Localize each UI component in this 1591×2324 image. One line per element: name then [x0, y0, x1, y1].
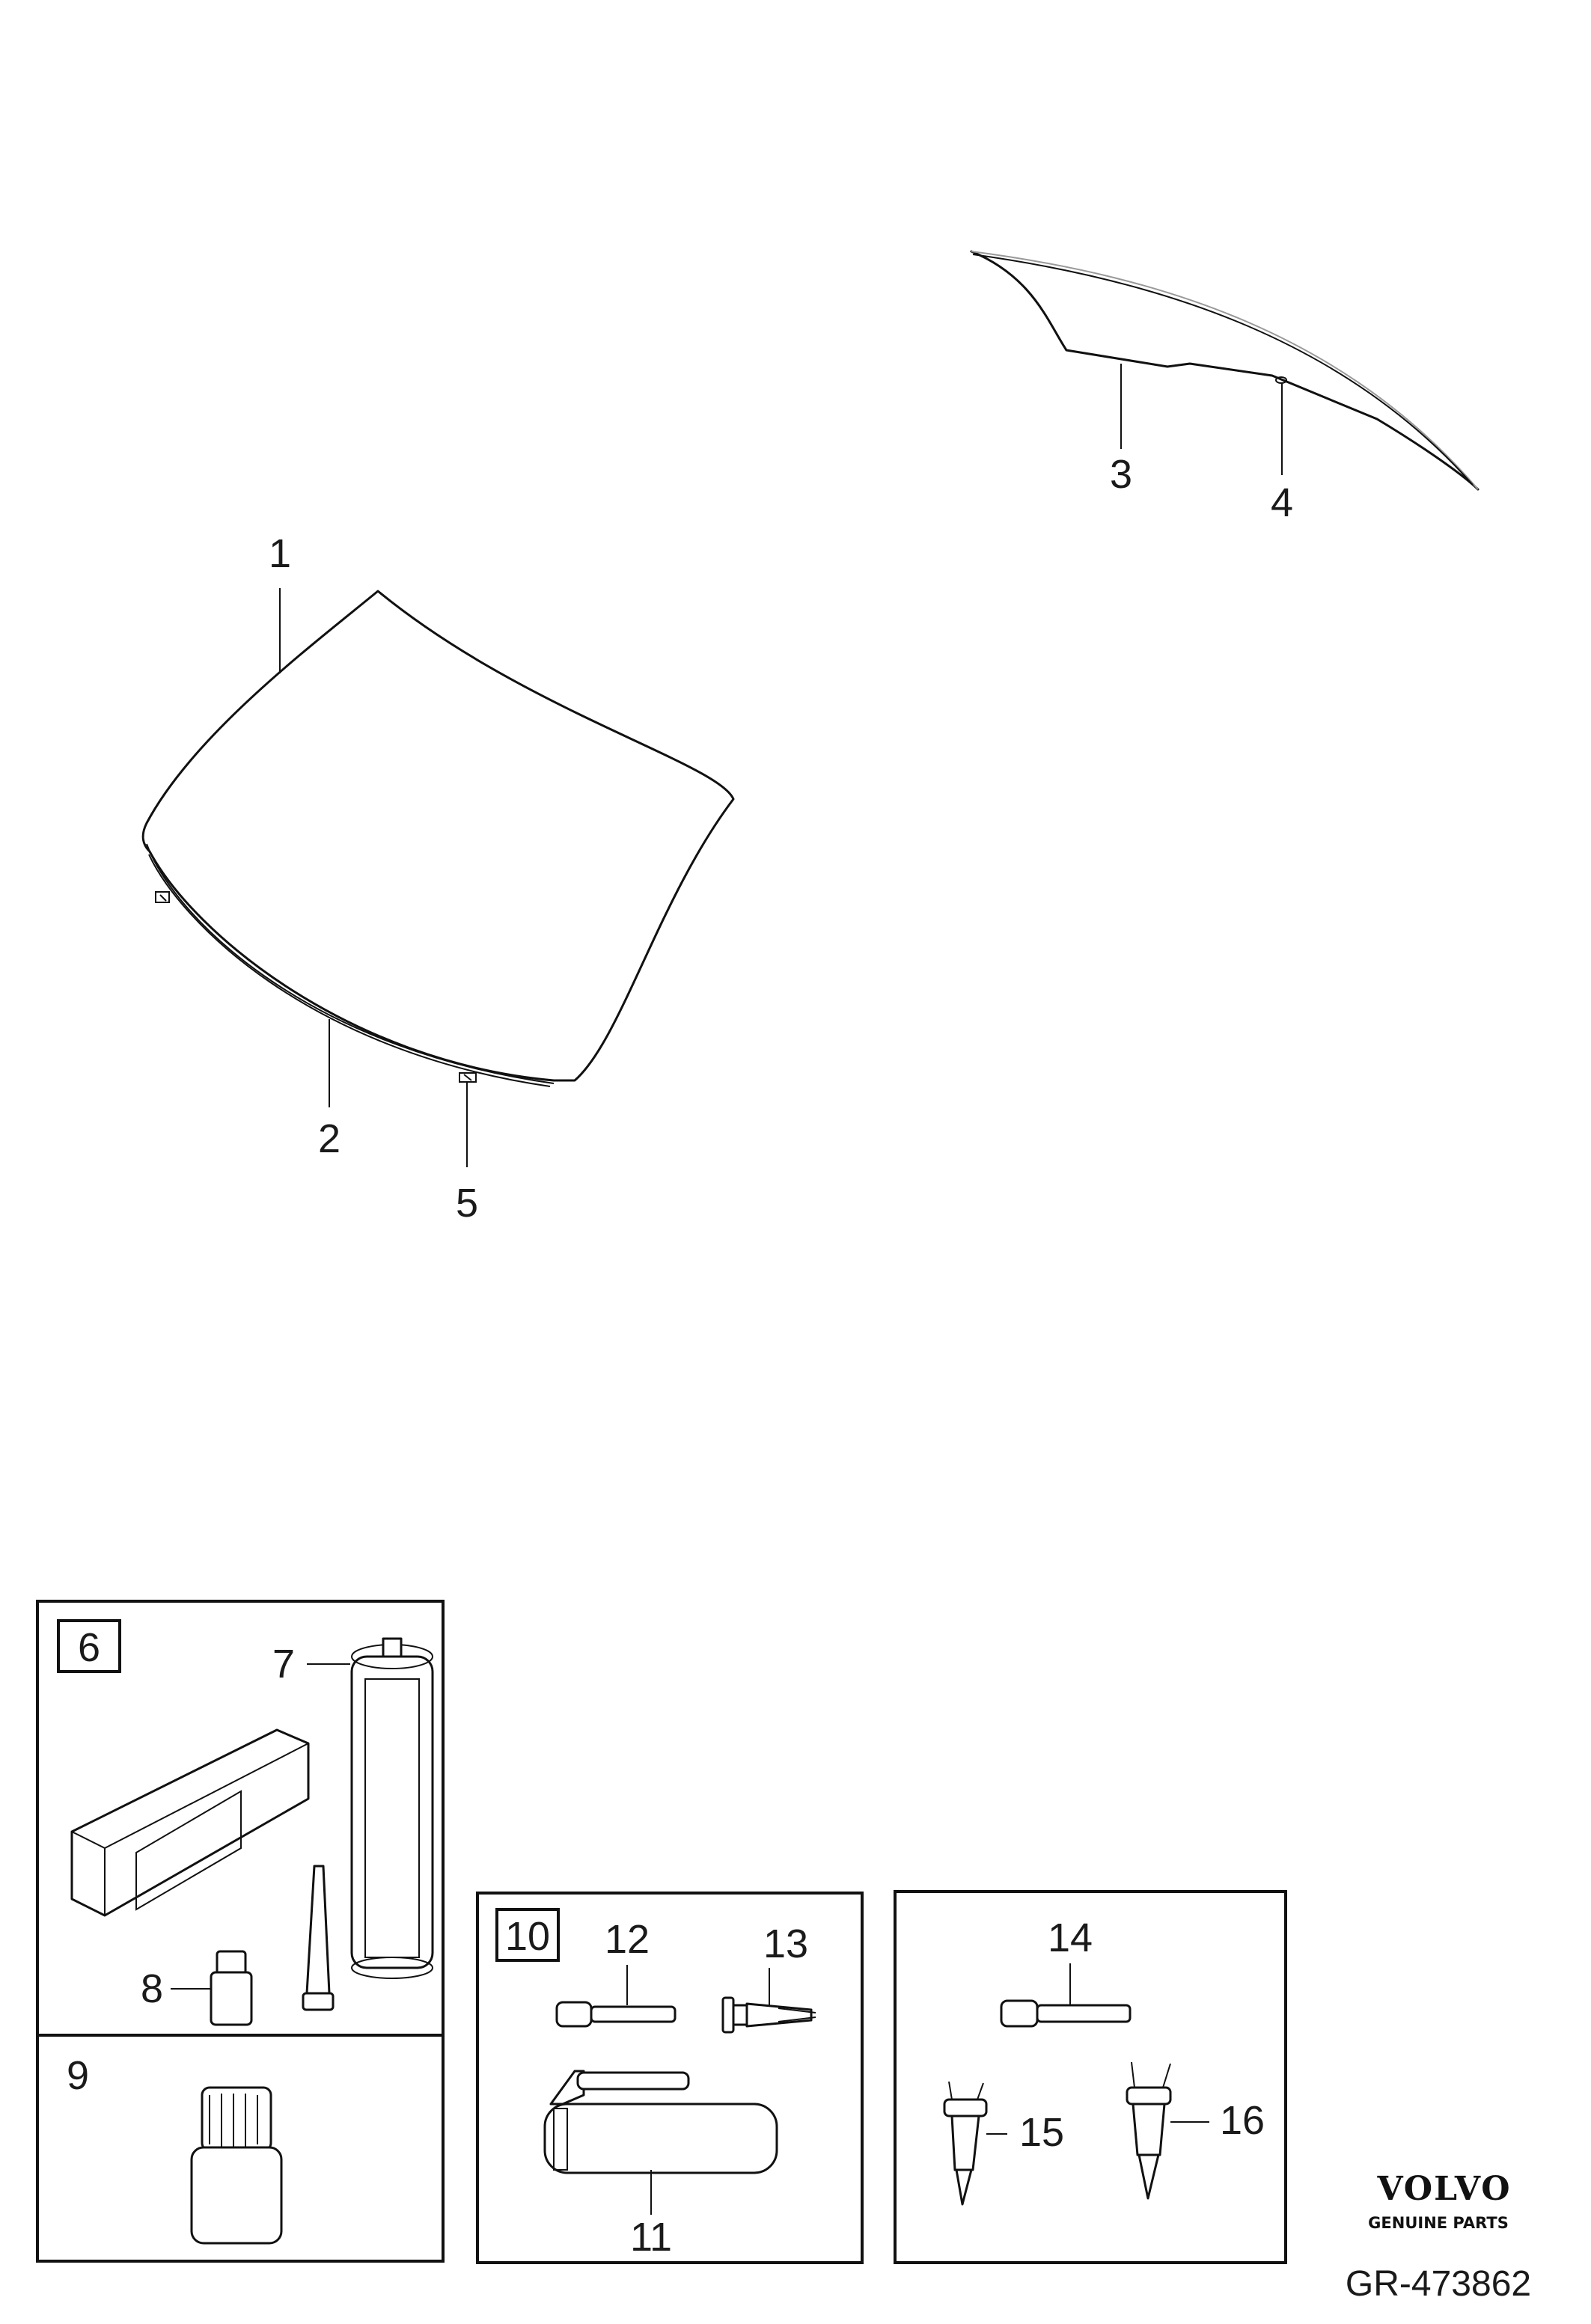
callout-2: 2 — [318, 1116, 341, 1161]
nozzle — [302, 1865, 335, 2011]
callout-6: 6 — [78, 1625, 100, 1670]
kit-box-10 — [476, 1892, 864, 2264]
callout-13: 13 — [763, 1921, 808, 1966]
cutter-nozzle — [721, 1996, 816, 2034]
diagram-reference: GR-473862 — [1346, 2264, 1531, 2304]
callout-15: 15 — [1019, 2110, 1064, 2155]
volvo-logo: VOLVO — [1376, 2170, 1511, 2208]
caulking-gun — [543, 2070, 778, 2174]
urethane-pack — [70, 1728, 310, 1917]
nozzle-type-a — [943, 2081, 988, 2206]
adapter-tube-2 — [1000, 1999, 1132, 2028]
genuine-parts-tagline: GENUINE PARTS — [1368, 2214, 1509, 2232]
rear-window — [970, 250, 1479, 491]
primer-bottle-small — [210, 1950, 253, 2026]
windscreen-clip-left — [155, 891, 170, 903]
windscreen-clip-bottom — [459, 1072, 477, 1083]
callout-12: 12 — [605, 1917, 650, 1962]
nozzle-type-b — [1126, 2061, 1172, 2200]
kit-10-label-box — [495, 1908, 560, 1962]
callout-8: 8 — [141, 1966, 163, 2011]
callout-10: 10 — [505, 1914, 550, 1959]
callout-16: 16 — [1220, 2098, 1265, 2143]
kit-box-14 — [894, 1890, 1287, 2264]
windscreen — [141, 590, 735, 1087]
cartridge — [350, 1637, 434, 1979]
callout-11: 11 — [630, 2215, 672, 2260]
callout-7: 7 — [272, 1642, 295, 1687]
adapter-tube — [555, 2001, 677, 2028]
callout-1: 1 — [269, 531, 291, 576]
callout-3: 3 — [1110, 452, 1132, 497]
primer-bottle — [190, 2086, 283, 2245]
callout-5: 5 — [456, 1181, 478, 1226]
callout-9: 9 — [67, 2053, 89, 2098]
callout-4: 4 — [1271, 480, 1293, 525]
kit-box-9 — [36, 2034, 445, 2263]
callout-14: 14 — [1048, 1915, 1093, 1960]
kit-6-label-box — [57, 1619, 121, 1673]
